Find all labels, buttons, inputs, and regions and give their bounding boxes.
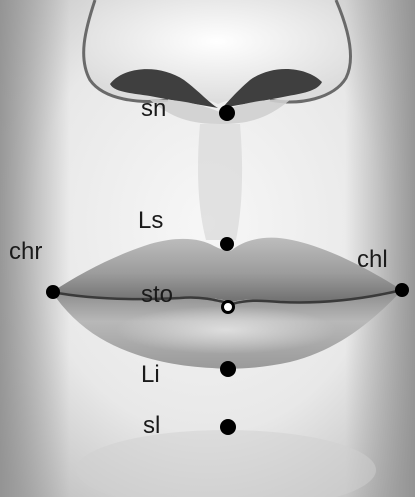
label-li: Li: [141, 363, 160, 387]
label-sto: sto: [141, 283, 173, 307]
marker-chr: [46, 285, 60, 299]
marker-sl: [220, 419, 236, 435]
marker-ls: [220, 237, 234, 251]
marker-sto: [223, 302, 234, 313]
marker-sn: [219, 105, 235, 121]
label-sn: sn: [141, 97, 166, 121]
philtrum: [198, 124, 242, 240]
label-chr: chr: [9, 240, 42, 264]
label-ls: Ls: [138, 209, 163, 233]
label-sl: sl: [143, 414, 160, 438]
marker-li: [220, 361, 236, 377]
label-chl: chl: [357, 248, 388, 272]
marker-chl: [395, 283, 409, 297]
